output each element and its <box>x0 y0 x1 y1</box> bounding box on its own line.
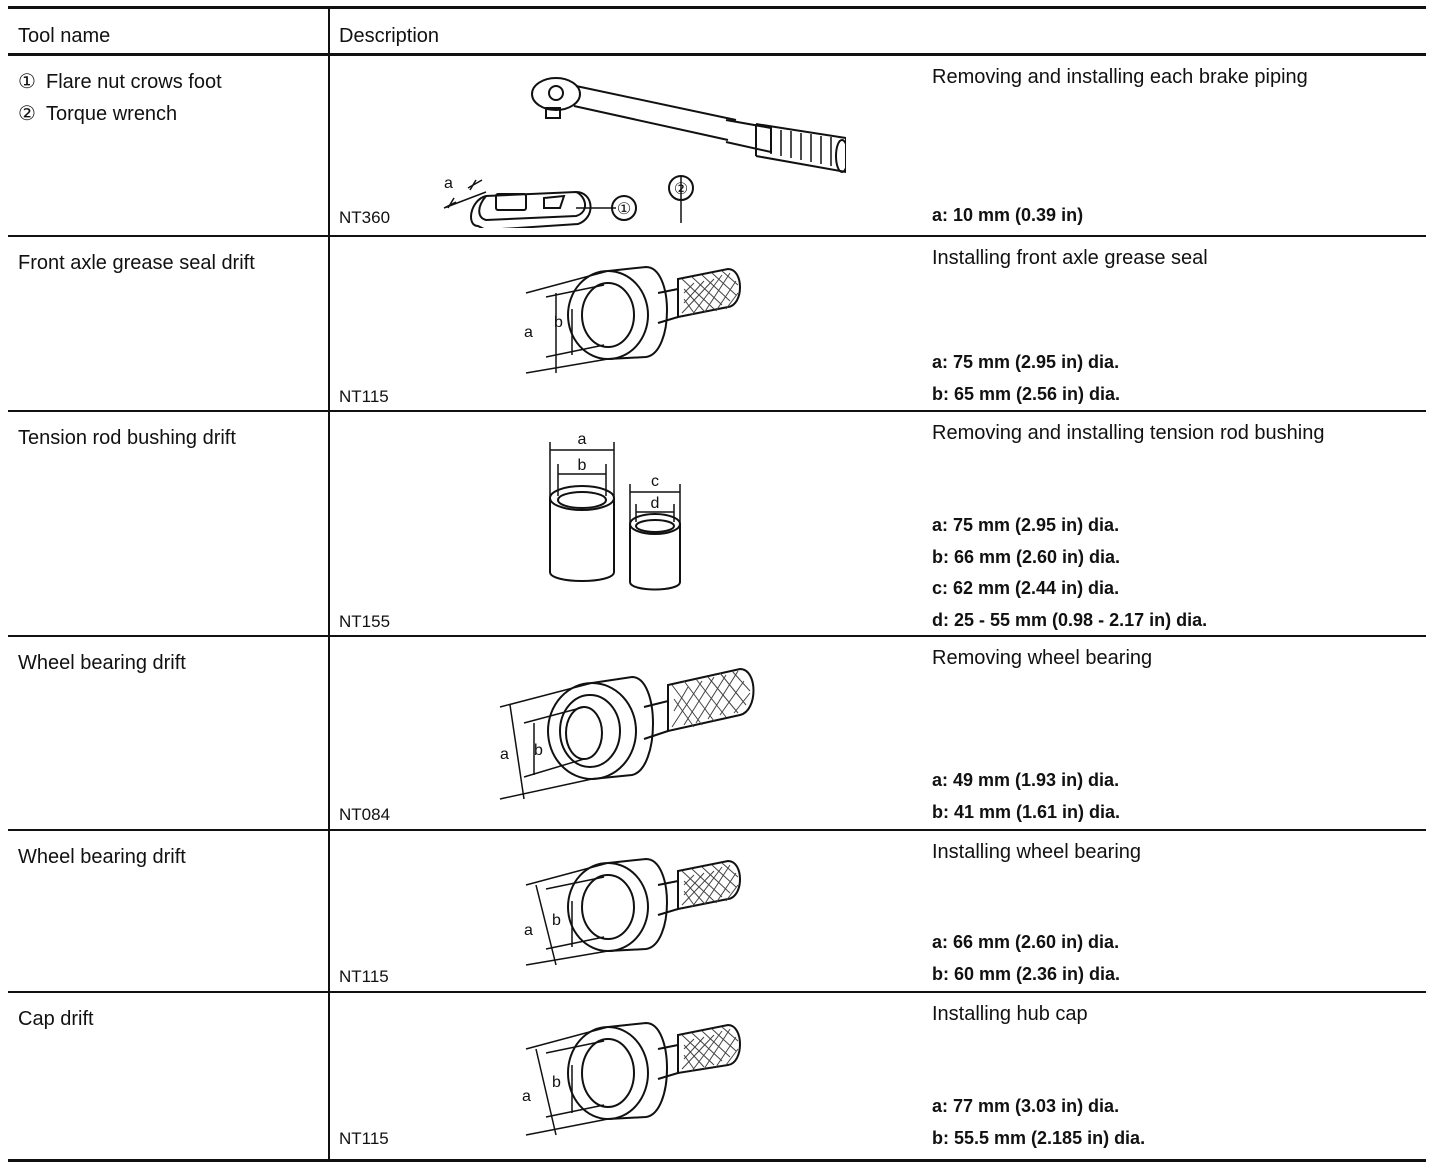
dimension-label-c: c <box>651 473 659 490</box>
table-row: ① Flare nut crows foot ② Torque wrench <box>8 56 1426 235</box>
spec-line: b: 66 mm (2.60 in) dia. <box>932 546 1121 567</box>
figure-code: NT115 <box>339 967 389 986</box>
tool-specs: a: 77 mm (3.03 in) dia. b: 55.5 mm (2.18… <box>932 1091 1145 1154</box>
tool-description: Removing wheel bearing <box>932 647 1153 669</box>
dimension-label-a: a <box>578 431 587 448</box>
dimension-label-a: a <box>522 1088 531 1105</box>
special-tools-table: Tool name Description ① Flare nut crows f… <box>8 6 1426 1162</box>
tool-line-text: Front axle grease seal drift <box>18 252 255 274</box>
tool-marker: ① <box>18 71 36 93</box>
tool-line-text: Torque wrench <box>46 103 178 125</box>
tool-description: Removing and installing each brake pipin… <box>932 66 1308 88</box>
table-row: Cap drift a b NT115 <box>8 993 1426 1159</box>
row-divider <box>8 410 1426 412</box>
tool-line: ② Torque wrench <box>18 98 222 130</box>
figure-code: NT115 <box>339 387 389 406</box>
row-divider <box>8 991 1426 993</box>
tool-specs: a: 49 mm (1.93 in) dia. b: 41 mm (1.61 i… <box>932 765 1120 828</box>
dimension-label-a: a <box>444 175 453 192</box>
tool-description: Removing and installing tension rod bush… <box>932 422 1325 444</box>
spec-line: b: 65 mm (2.56 in) dia. <box>932 383 1121 404</box>
row-divider <box>8 829 1426 831</box>
table-row: Front axle grease seal drift a <box>8 237 1426 410</box>
header-description: Description <box>339 25 440 47</box>
dimension-label-a: a <box>524 324 533 341</box>
row-divider <box>8 635 1426 637</box>
dimension-label-b: b <box>578 457 587 474</box>
tool-name: Tension rod bushing drift <box>18 422 236 454</box>
table-row: Tension rod bushing drift a b c d <box>8 412 1426 635</box>
spec-line: c: 62 mm (2.44 in) dia. <box>932 578 1120 598</box>
wheel-bearing-drift-figure: a b <box>499 667 755 800</box>
tool-line: ① Flare nut crows foot <box>18 66 222 98</box>
tool-specs: a: 75 mm (2.95 in) dia. b: 65 mm (2.56 i… <box>932 347 1120 410</box>
spec-line: a: 77 mm (3.03 in) dia. <box>932 1096 1120 1116</box>
figure-code: NT155 <box>339 612 391 631</box>
dimension-label-a: a <box>524 922 533 939</box>
dimension-label-b: b <box>552 912 561 929</box>
header-bottom-rule <box>8 53 1426 56</box>
spec-line: b: 41 mm (1.61 in) dia. <box>932 801 1121 822</box>
spec-line: a: 10 mm (0.39 in) <box>932 205 1084 225</box>
spec-line: a: 75 mm (2.95 in) dia. <box>932 352 1120 372</box>
spec-line: a: 66 mm (2.60 in) dia. <box>932 932 1120 952</box>
callout-label-2: ② <box>674 181 688 198</box>
tool-line-text: Wheel bearing drift <box>18 846 186 868</box>
dimension-label-d: d <box>651 495 660 512</box>
dimension-label-a: a <box>500 746 509 763</box>
crows-foot-torque-wrench-figure: a ① ② <box>443 77 846 228</box>
dimension-label-b: b <box>554 314 563 331</box>
tool-line-text: Tension rod bushing drift <box>18 427 236 449</box>
grease-seal-drift-figure: a b <box>524 265 741 374</box>
spec-line: b: 55.5 mm (2.185 in) dia. <box>932 1127 1146 1148</box>
tool-description: Installing hub cap <box>932 1003 1088 1025</box>
figure-code: NT360 <box>339 208 391 227</box>
table-top-rule <box>8 6 1426 9</box>
table-row: Wheel bearing drift a b <box>8 831 1426 991</box>
figure-code: NT115 <box>339 1129 389 1148</box>
dimension-label-b: b <box>552 1074 561 1091</box>
spec-line: b: 60 mm (2.36 in) dia. <box>932 963 1121 984</box>
spec-line: a: 49 mm (1.93 in) dia. <box>932 770 1120 790</box>
spec-line: a: 75 mm (2.95 in) dia. <box>932 515 1120 535</box>
row-divider <box>8 235 1426 237</box>
bushing-drift-figure: a b c d <box>549 431 681 591</box>
tool-line-text: Flare nut crows foot <box>46 71 222 93</box>
tool-specs: a: 10 mm (0.39 in) <box>932 200 1083 232</box>
table-bottom-rule <box>8 1159 1426 1162</box>
column-divider <box>328 6 330 1162</box>
tool-name: Cap drift <box>18 1003 94 1035</box>
wheel-bearing-drift-figure: a b <box>524 857 741 966</box>
cap-drift-figure: a b <box>522 1021 741 1136</box>
tool-name: Wheel bearing drift <box>18 841 186 873</box>
tool-specs: a: 66 mm (2.60 in) dia. b: 60 mm (2.36 i… <box>932 927 1120 990</box>
spec-line: d: 25 - 55 mm (0.98 - 2.17 in) dia. <box>932 609 1208 630</box>
figure-code: NT084 <box>339 805 391 824</box>
tool-line-text: Cap drift <box>18 1008 94 1030</box>
header-tool-name: Tool name <box>18 25 111 47</box>
tool-line-text: Wheel bearing drift <box>18 652 186 674</box>
dimension-label-b: b <box>534 742 543 759</box>
tool-description: Installing front axle grease seal <box>932 247 1208 269</box>
tool-name: Front axle grease seal drift <box>18 247 255 279</box>
table-row: Wheel bearing drift a <box>8 637 1426 829</box>
tool-marker: ② <box>18 103 36 125</box>
tool-specs: a: 75 mm (2.95 in) dia. b: 66 mm (2.60 i… <box>932 510 1207 636</box>
tool-name: Wheel bearing drift <box>18 647 186 679</box>
tool-description: Installing wheel bearing <box>932 841 1142 863</box>
callout-label-1: ① <box>617 201 631 218</box>
tool-name: ① Flare nut crows foot ② Torque wrench <box>18 66 222 130</box>
